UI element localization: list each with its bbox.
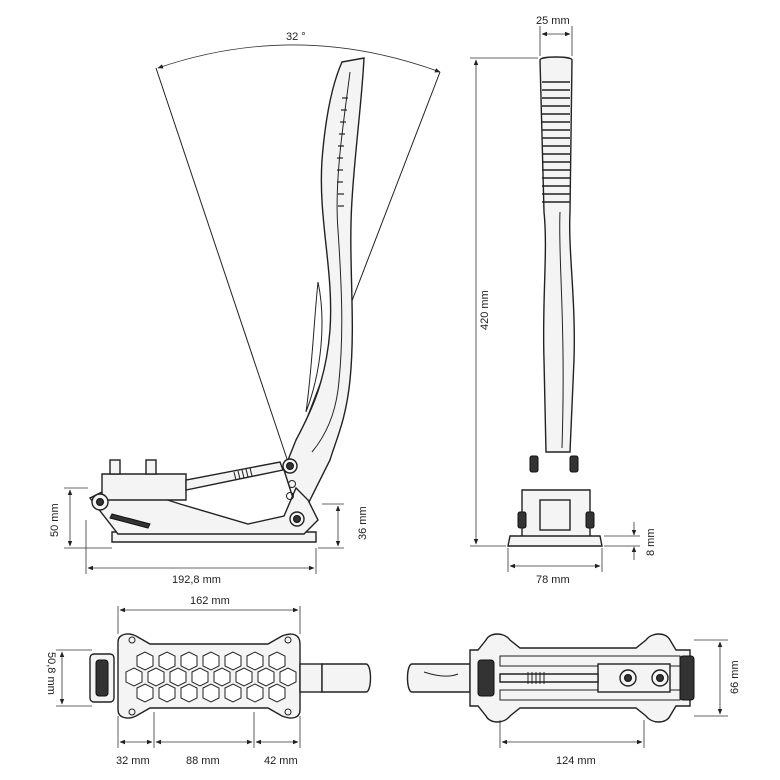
pivot-height-label: 36 mm <box>357 506 369 540</box>
lever-cutout <box>305 281 323 413</box>
angle-arc <box>157 44 441 73</box>
cylinder-port-1 <box>109 459 121 475</box>
top-front-yoke-inner <box>95 659 109 697</box>
angle-label: 32 ° <box>286 31 306 43</box>
length-total-label: 192,8 mm <box>172 574 221 586</box>
angle-cone-right <box>289 71 441 463</box>
plan-handle-curve <box>423 671 459 677</box>
lever-grip-ridges <box>337 97 348 207</box>
slot-tr <box>284 636 292 644</box>
front-knob-left <box>517 511 527 529</box>
adjust-hole-2 <box>286 492 294 500</box>
top-lever-mount <box>299 663 323 693</box>
main-pivot-hub <box>293 515 301 523</box>
top-view: 162 mm 50,8 mm 32 mm 88 mm 42 mm <box>45 595 372 767</box>
plan-right-knob <box>679 655 695 701</box>
plate-thickness-label: 8 mm <box>645 529 657 557</box>
lever-body <box>283 57 365 522</box>
front-upper-knob-left <box>529 455 539 473</box>
top-length-label: 162 mm <box>190 595 230 607</box>
front-upper-knob-right <box>569 455 579 473</box>
cylinder-port-2 <box>145 459 157 475</box>
front-pivot-hub <box>96 498 104 506</box>
top-width-label: 50,8 mm <box>45 652 57 695</box>
plan-view: 66 mm 124 mm <box>406 633 741 767</box>
base-height-label: 50 mm <box>49 503 61 537</box>
plan-height-label: 66 mm <box>729 660 741 694</box>
plan-left-knob <box>477 659 495 697</box>
hole-offset-left-label: 32 mm <box>116 755 150 767</box>
slot-tl <box>128 636 136 644</box>
slot-br <box>284 708 292 716</box>
plan-length-label: 124 mm <box>556 755 596 767</box>
base-width-label: 78 mm <box>536 574 570 586</box>
side-view: 32 ° <box>49 31 441 586</box>
front-base-plate <box>507 535 603 547</box>
front-knob-right <box>585 511 595 529</box>
plan-handle-tip <box>406 663 471 693</box>
frame-slot <box>109 513 151 529</box>
plan-rod <box>499 673 599 683</box>
handle-shading <box>559 211 564 449</box>
plan-port-2-hub <box>656 674 664 682</box>
rod-pivot-hub <box>286 462 294 470</box>
hexagon-pattern <box>125 651 297 703</box>
height-total-label: 420 mm <box>479 290 491 330</box>
cylinder-body <box>101 473 187 501</box>
front-view: 25 mm 420 mm 8 mm 78 mm <box>470 15 657 586</box>
angle-cone-left <box>155 67 289 463</box>
hole-offset-right-label: 42 mm <box>264 755 298 767</box>
handle-body <box>539 56 575 453</box>
handle-width-label: 25 mm <box>536 15 570 27</box>
slot-bl <box>128 708 136 716</box>
hole-spacing-label: 88 mm <box>186 755 220 767</box>
rod-thread <box>233 467 253 481</box>
lever-inner-edge <box>311 71 351 453</box>
plan-port-1-hub <box>624 674 632 682</box>
front-pivot-block <box>539 499 571 531</box>
adjust-hole-1 <box>288 480 296 488</box>
top-lever-end <box>321 663 372 693</box>
handle-grip-slots <box>542 81 570 203</box>
plan-rod-thread <box>527 672 545 684</box>
